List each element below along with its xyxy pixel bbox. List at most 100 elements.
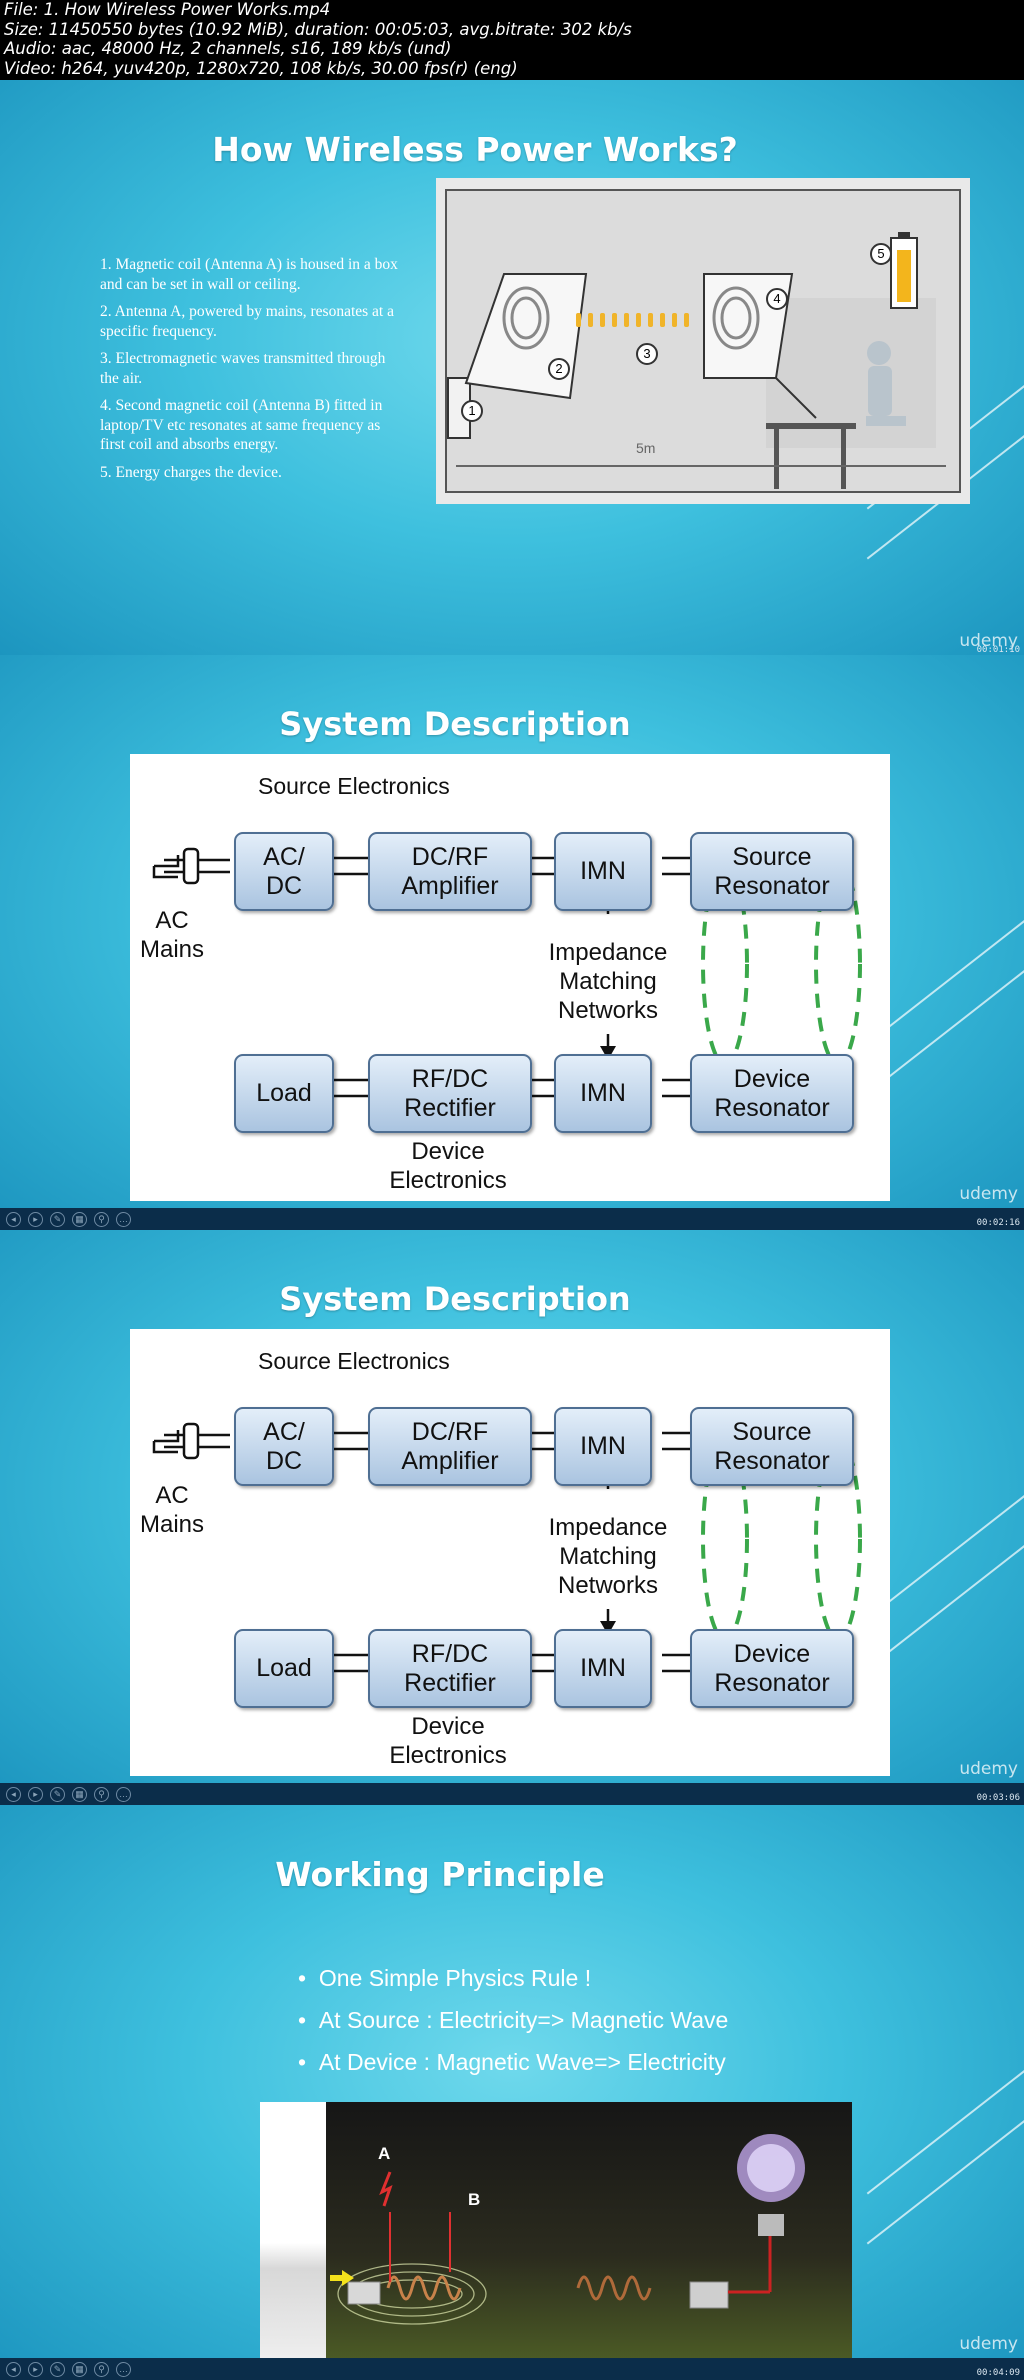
slide-title: System Description xyxy=(279,705,631,743)
slides-grid-icon[interactable]: ▦ xyxy=(72,1787,87,1802)
device-label: Device xyxy=(733,1064,811,1093)
timestamp: 00:03:06 xyxy=(976,1793,1020,1803)
slideshow-control-bar: ◂ ▸ ✎ ▦ ⚲ … xyxy=(0,2358,1024,2380)
marker-1: 1 xyxy=(461,400,483,422)
device-label: Device xyxy=(733,1639,811,1668)
device-electronics-line-1: Device xyxy=(411,1138,485,1165)
more-options-icon[interactable]: … xyxy=(116,1212,131,1227)
animation-left-panel xyxy=(260,2102,326,2358)
networks-line: Networks xyxy=(557,1572,659,1599)
zoom-icon[interactable]: ⚲ xyxy=(94,1212,109,1227)
slide-system-description-2: System Description xyxy=(0,1230,1024,1805)
previous-slide-icon[interactable]: ◂ xyxy=(6,2362,21,2377)
pen-icon[interactable]: ✎ xyxy=(50,1787,65,1802)
previous-slide-icon[interactable]: ◂ xyxy=(6,1212,21,1227)
marker-5: 5 xyxy=(870,243,892,265)
ac-dc-block: AC/DC xyxy=(234,1407,334,1486)
video-info: Video: h264, yuv420p, 1280x720, 108 kb/s… xyxy=(4,58,518,78)
point-2: 2. Antenna A, powered by mains, resonate… xyxy=(100,303,394,340)
resonance-animation-figure: A B xyxy=(260,2102,852,2358)
more-options-icon[interactable]: … xyxy=(116,2362,131,2377)
device-resonator-label: Resonator xyxy=(714,1668,830,1697)
point-4: 4. Second magnetic coil (Antenna B) fitt… xyxy=(100,397,383,453)
marker-2: 2 xyxy=(548,358,570,380)
more-options-icon[interactable]: … xyxy=(116,1787,131,1802)
timestamp: 00:01:10 xyxy=(976,645,1020,655)
label-b: B xyxy=(468,2190,481,2209)
pen-icon[interactable]: ✎ xyxy=(50,2362,65,2377)
next-slide-icon[interactable]: ▸ xyxy=(28,1787,43,1802)
slideshow-control-bar: ◂ ▸ ✎ ▦ ⚲ … xyxy=(0,1783,1024,1805)
udemy-watermark: udemy xyxy=(959,2334,1018,2354)
marker-3: 3 xyxy=(636,343,658,365)
slides-grid-icon[interactable]: ▦ xyxy=(72,1212,87,1227)
ac-label: AC xyxy=(155,907,189,934)
ac-dc-block: AC/DC xyxy=(234,832,334,911)
bullet-3: • At Device : Magnetic Wave=> Electricit… xyxy=(298,2049,726,2075)
load-block: Load xyxy=(234,1054,334,1133)
label-a: A xyxy=(378,2144,391,2163)
ac-dc-label-bottom: DC xyxy=(265,871,303,900)
resonance-illustration xyxy=(330,2134,805,2325)
ac-dc-label-top: AC/ xyxy=(263,1417,305,1446)
file-size: Size: 11450550 bytes (10.92 MiB), durati… xyxy=(4,19,632,39)
rectifier-label: Rectifier xyxy=(404,1093,496,1122)
audio-info: Audio: aac, 48000 Hz, 2 channels, s16, 1… xyxy=(4,39,452,58)
diagram-connectors xyxy=(152,1422,862,1673)
zoom-icon[interactable]: ⚲ xyxy=(94,2362,109,2377)
bullet-1: • One Simple Physics Rule ! xyxy=(298,1965,592,1991)
slideshow-control-bar: ◂ ▸ ✎ ▦ ⚲ … xyxy=(0,1208,1024,1230)
device-electronics-line-2: Electronics xyxy=(389,1167,507,1194)
timestamp: 00:02:16 xyxy=(976,1218,1020,1228)
principle-bullets: • One Simple Physics Rule ! • At Source … xyxy=(298,1965,728,2091)
point-1: 1. Magnetic coil (Antenna A) is housed i… xyxy=(100,256,398,293)
explanation-list: 1. Magnetic coil (Antenna A) is housed i… xyxy=(100,255,398,490)
resonator-label: Resonator xyxy=(714,871,830,900)
marker-4: 4 xyxy=(766,288,788,310)
udemy-watermark: udemy xyxy=(959,1759,1018,1779)
mains-label: Mains xyxy=(140,1511,205,1538)
imn-source-block: IMN xyxy=(554,832,652,911)
device-resonator-label: Resonator xyxy=(714,1093,830,1122)
slides-grid-icon[interactable]: ▦ xyxy=(72,2362,87,2377)
networks-line: Networks xyxy=(557,997,659,1024)
slide-title: Working Principle xyxy=(275,1855,605,1894)
device-electronics-line-1: Device xyxy=(411,1713,485,1740)
file-info-header: File: 1. How Wireless Power Works.mp4 Si… xyxy=(0,0,1024,80)
point-5: 5. Energy charges the device. xyxy=(100,463,282,481)
ac-label: AC xyxy=(155,1482,189,1509)
amplifier-label: Amplifier xyxy=(401,871,499,900)
zoom-icon[interactable]: ⚲ xyxy=(94,1787,109,1802)
amplifier-label: Amplifier xyxy=(401,1446,499,1475)
slide-how-wireless-power-works: How Wireless Power Works? 1. Magnetic co… xyxy=(0,80,1024,655)
diagram-connectors xyxy=(152,847,862,1098)
source-label: Source xyxy=(732,1417,812,1446)
pen-icon[interactable]: ✎ xyxy=(50,1212,65,1227)
rf-dc-label: RF/DC xyxy=(411,1639,489,1668)
previous-slide-icon[interactable]: ◂ xyxy=(6,1787,21,1802)
source-label: Source xyxy=(732,842,812,871)
wireless-power-figure: 1 2 3 4 5 5m xyxy=(436,178,970,504)
next-slide-icon[interactable]: ▸ xyxy=(28,1212,43,1227)
device-electronics-line-2: Electronics xyxy=(389,1742,507,1769)
mains-label: Mains xyxy=(140,936,205,963)
dc-rf-label: DC/RF xyxy=(411,842,489,871)
source-electronics-label: Source Electronics xyxy=(258,773,450,799)
ac-dc-label-bottom: DC xyxy=(265,1446,303,1475)
impedance-line: Impedance xyxy=(548,939,668,966)
udemy-watermark: udemy xyxy=(959,1184,1018,1204)
distance-label: 5m xyxy=(636,440,656,456)
dc-rf-label: DC/RF xyxy=(411,1417,489,1446)
next-slide-icon[interactable]: ▸ xyxy=(28,2362,43,2377)
